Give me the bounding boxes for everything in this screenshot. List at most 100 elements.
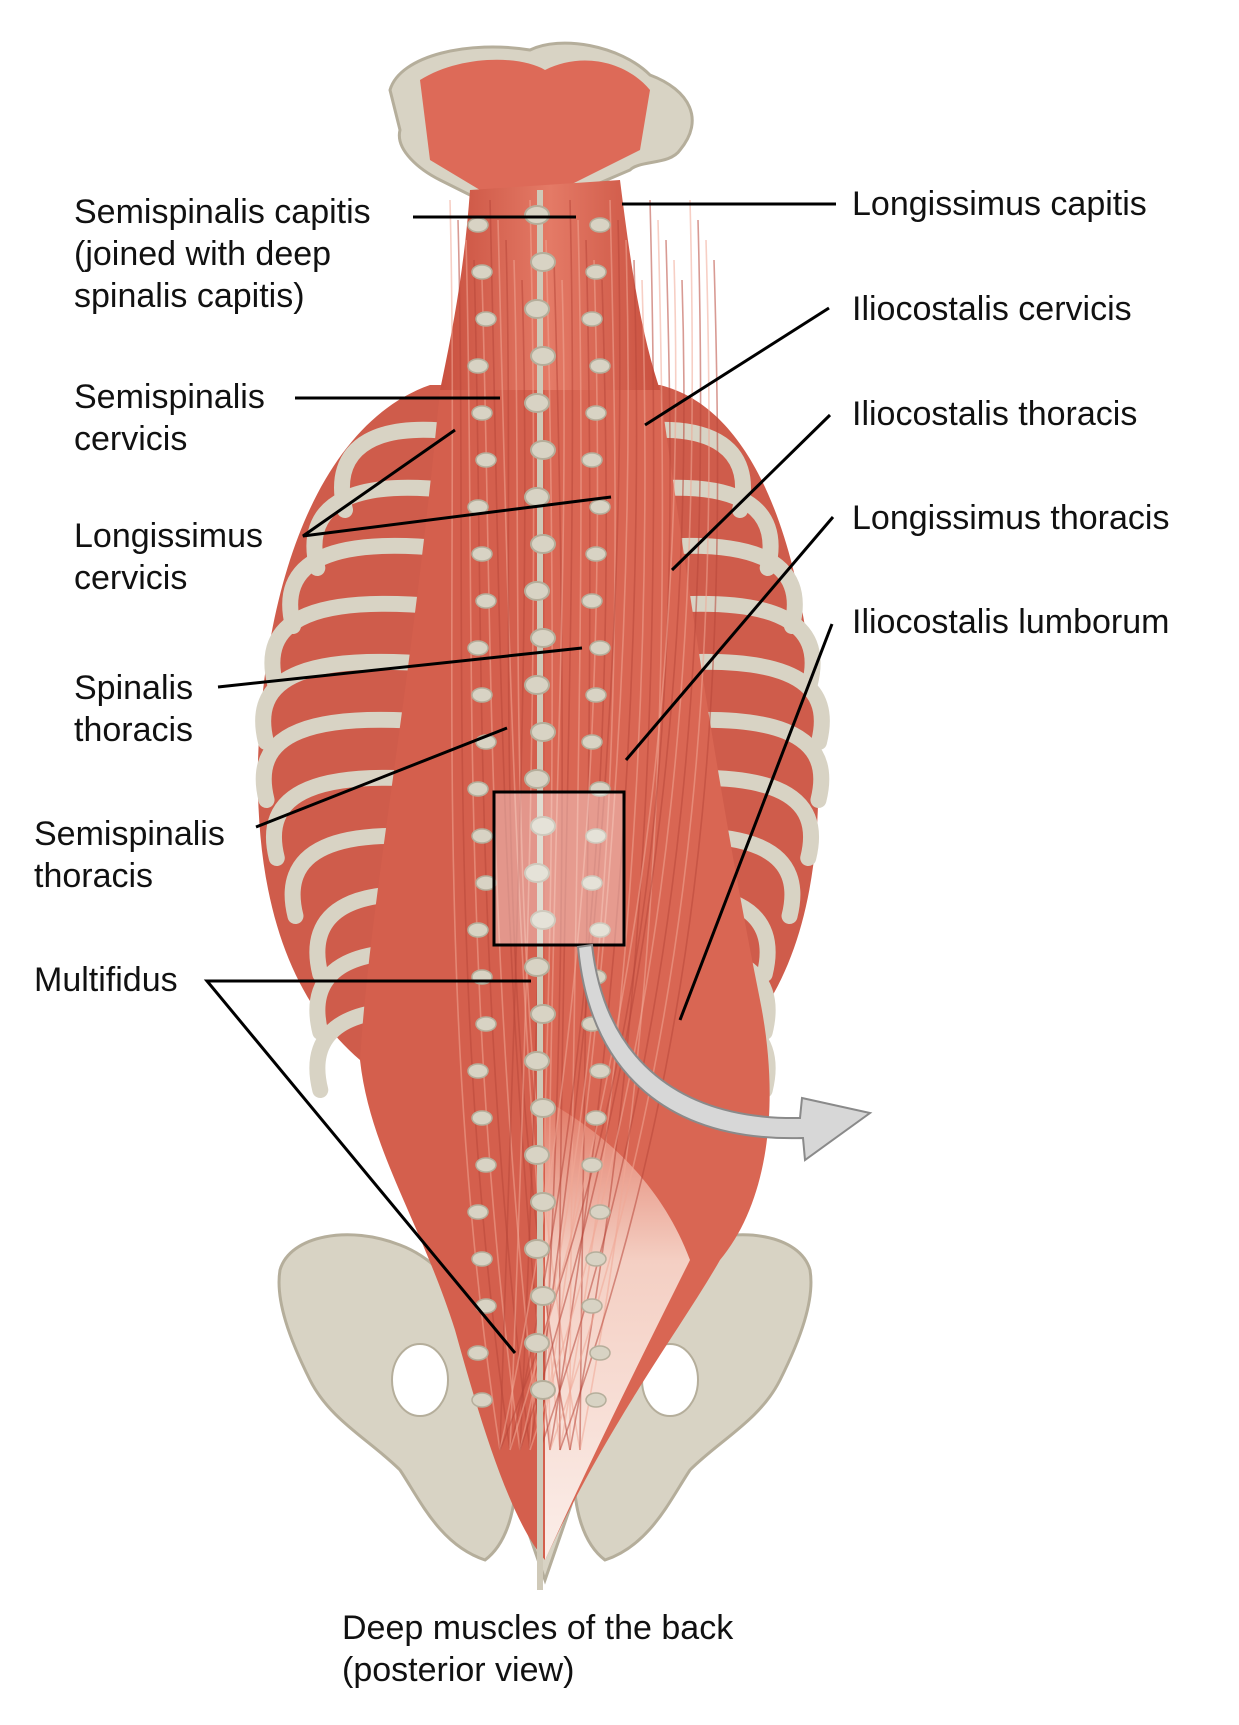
transverse-process [475, 875, 497, 891]
leader-spinalis-thoracis [217, 646, 583, 689]
caption-title: Deep muscles of the back [342, 1609, 734, 1647]
muscle-fiber [569, 219, 582, 1451]
transverse-process [585, 264, 607, 280]
muscle-fiber [559, 259, 719, 1451]
muscle-fiber [519, 279, 685, 1451]
leader-iliocostalis-cervicis [644, 306, 830, 427]
label-spinalis-thoracis-line1: Spinalis [74, 669, 194, 707]
transverse-process [585, 1251, 607, 1267]
transverse-process [467, 922, 489, 938]
label-multifidus: Multifidus [34, 961, 178, 999]
label-longissimus-cervicis-line1: Longissimus [74, 517, 263, 555]
muscle-fiber [549, 239, 710, 1451]
transverse-process [475, 1157, 497, 1173]
transverse-process [585, 1392, 607, 1408]
vertebra [524, 1145, 550, 1165]
transverse-process [471, 264, 493, 280]
detail-highlight-box [492, 790, 626, 947]
label-longissimus-cervicis-line2: cervicis [74, 559, 188, 597]
transverse-process [581, 452, 603, 468]
transverse-process [467, 781, 489, 797]
transverse-process [581, 734, 603, 750]
label-iliocostalis-thoracis: Iliocostalis thoracis [852, 395, 1138, 433]
transverse-process [585, 828, 607, 844]
label-iliocostalis-lumborum: Iliocostalis lumborum [852, 603, 1170, 641]
transverse-process [589, 217, 611, 233]
muscle-fiber [499, 279, 526, 1451]
transverse-process [585, 405, 607, 421]
transverse-process [467, 358, 489, 374]
transverse-process [589, 640, 611, 656]
leader-longissimus-thoracis [624, 516, 835, 761]
transverse-process [585, 1110, 607, 1126]
vertebra [530, 910, 556, 930]
vertebra [530, 252, 556, 272]
vertebra [530, 440, 556, 460]
transverse-process [471, 828, 493, 844]
transverse-process [467, 1345, 489, 1361]
neck-muscles [440, 180, 660, 390]
transverse-process [589, 1345, 611, 1361]
vertebra [530, 1004, 556, 1024]
label-semispinalis-thoracis-line2: thoracis [34, 857, 154, 895]
caption-subtitle: (posterior view) [342, 1651, 575, 1689]
transverse-process [585, 687, 607, 703]
label-semispinalis-cervicis-line1: Semispinalis [74, 378, 265, 416]
detail-arrow [576, 943, 873, 1162]
transverse-process [589, 922, 611, 938]
muscle-fiber [529, 219, 621, 1451]
label-longissimus-thoracis: Longissimus thoracis [852, 499, 1170, 537]
transverse-process [467, 217, 489, 233]
vertebra [530, 346, 556, 366]
leader-multifidus [203, 979, 531, 1354]
label-semispinalis-capitis-line3: spinalis capitis) [74, 277, 305, 315]
vertebra [524, 393, 550, 413]
transverse-process [581, 311, 603, 327]
transverse-process [589, 499, 611, 515]
vertebra [530, 722, 556, 742]
vertebra [524, 675, 550, 695]
transverse-process [585, 546, 607, 562]
leader-lines [203, 202, 836, 1354]
transverse-process [471, 546, 493, 562]
vertebra [530, 816, 556, 836]
vertebra [524, 581, 550, 601]
muscle-fiber [539, 259, 563, 1451]
vertebra [524, 487, 550, 507]
leader-iliocostalis-lumborum [678, 623, 834, 1021]
transverse-process [581, 593, 603, 609]
transverse-process [471, 1392, 493, 1408]
transverse-process [581, 875, 603, 891]
muscle-fiber [509, 259, 677, 1451]
label-semispinalis-capitis-line1: Semispinalis capitis [74, 193, 371, 231]
transverse-process [471, 1110, 493, 1126]
vertebra [530, 1192, 556, 1212]
vertebra [524, 1333, 550, 1353]
transverse-process [589, 1063, 611, 1079]
transverse-process [471, 1251, 493, 1267]
label-semispinalis-capitis-line2: (joined with deep [74, 235, 332, 273]
transverse-process [589, 1204, 611, 1220]
erector-spinae-group [360, 180, 770, 1560]
vertebra [524, 863, 550, 883]
vertebra [530, 534, 556, 554]
vertebra [530, 1098, 556, 1118]
muscle-fiber [519, 199, 616, 1451]
vertebra [530, 628, 556, 648]
vertebra [524, 299, 550, 319]
vertebra [524, 769, 550, 789]
transverse-process [471, 687, 493, 703]
vertebra [524, 957, 550, 977]
label-spinalis-thoracis-line2: thoracis [74, 711, 194, 749]
label-longissimus-capitis: Longissimus capitis [852, 185, 1147, 223]
transverse-process [475, 311, 497, 327]
label-iliocostalis-cervicis: Iliocostalis cervicis [852, 290, 1132, 328]
leader-semispinalis-thoracis [255, 726, 508, 829]
transverse-process [475, 452, 497, 468]
leader-iliocostalis-thoracis [670, 413, 832, 572]
transverse-process [475, 593, 497, 609]
transverse-process [581, 1298, 603, 1314]
label-semispinalis-thoracis-line1: Semispinalis [34, 815, 225, 853]
